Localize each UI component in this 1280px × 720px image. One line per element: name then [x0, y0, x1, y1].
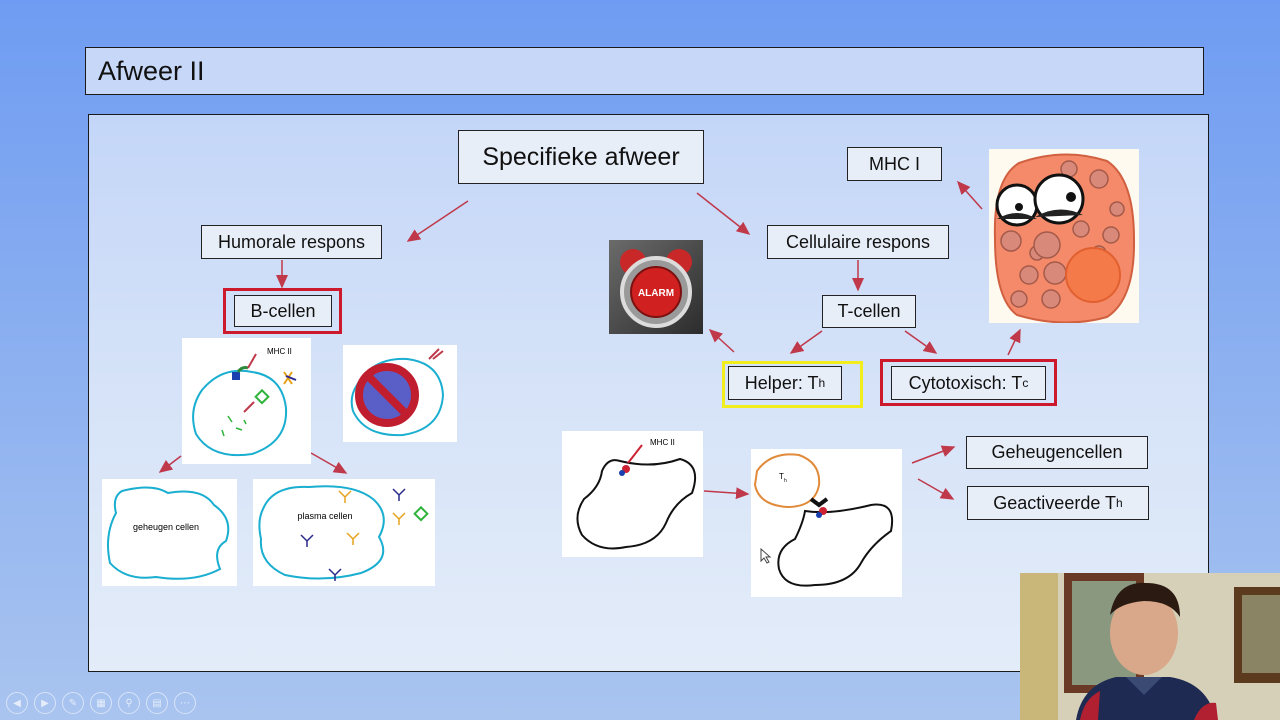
slides-icon[interactable]: ▦	[90, 692, 112, 714]
apc-mhc2-sketch: MHC II	[562, 431, 703, 557]
frame-bcellen	[223, 288, 342, 334]
frame-cytotox	[880, 359, 1057, 406]
plasmacel-sketch: plasma cellen	[253, 479, 435, 586]
alarm-clock-image: ALARM	[609, 240, 703, 334]
alarm-clock-icon: ALARM	[620, 249, 692, 328]
node-tcellen: T-cellen	[822, 295, 916, 328]
node-bcellen: B-cellen	[234, 295, 332, 327]
geheugencellen-label: geheugen cellen	[133, 522, 199, 532]
zoom-icon[interactable]: ⚲	[118, 692, 140, 714]
more-icon[interactable]: ⋯	[174, 692, 196, 714]
geheugencel-sketch: geheugen cellen	[102, 479, 237, 586]
alarm-label: ALARM	[638, 288, 674, 299]
th-activation-sketch: T h	[751, 449, 902, 597]
th-sub-label: h	[784, 478, 787, 484]
pen-icon[interactable]: ✎	[62, 692, 84, 714]
node-mhc1: MHC I	[847, 147, 942, 181]
slide-title-bar: Afweer II	[85, 47, 1204, 95]
frame-helper	[722, 361, 863, 408]
node-cellulaire-respons: Cellulaire respons	[767, 225, 949, 259]
node-specifieke-afweer: Specifieke afweer	[458, 130, 704, 184]
presentation-controls: ◀ ▶ ✎ ▦ ⚲ ▤ ⋯	[6, 692, 196, 714]
th-label: T	[779, 472, 784, 481]
slide-title: Afweer II	[98, 56, 205, 86]
mhc2-label-b: MHC II	[650, 438, 675, 447]
bcell-blocked-sketch	[343, 345, 457, 442]
bcell-mhc2-sketch: MHC II	[182, 338, 311, 464]
presenter-webcam	[1020, 573, 1280, 720]
mhc2-label-a: MHC II	[267, 347, 292, 356]
cartoon-cell-image	[989, 149, 1139, 324]
plasmacellen-label: plasma cellen	[297, 511, 352, 521]
next-icon[interactable]: ▶	[34, 692, 56, 714]
subtitle-icon[interactable]: ▤	[146, 692, 168, 714]
infected-cell-icon	[993, 153, 1136, 324]
prev-icon[interactable]: ◀	[6, 692, 28, 714]
node-geheugencellen: Geheugencellen	[966, 436, 1148, 469]
node-humorale-respons: Humorale respons	[201, 225, 382, 259]
